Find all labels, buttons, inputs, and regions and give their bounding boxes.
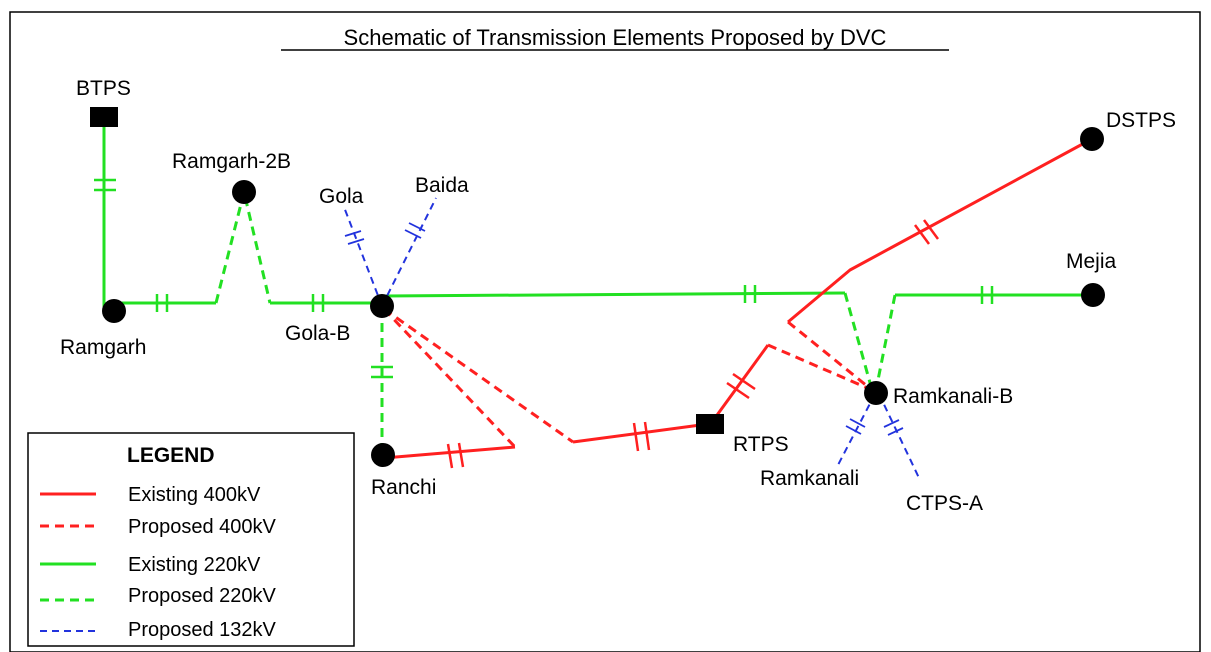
- line-golab-gola: [343, 206, 383, 307]
- node-ramkanalib: [864, 381, 888, 405]
- line-lilo-ramkanalib-400a: [787, 320, 873, 392]
- line-ramkanalib-ctpsa: [878, 393, 921, 481]
- label-mejia: Mejia: [1066, 250, 1117, 273]
- label-ramgarh: Ramgarh: [60, 336, 146, 359]
- node-golab: [370, 294, 394, 318]
- label-ramkanali: Ramkanali: [760, 467, 859, 490]
- label-ranchi: Ranchi: [371, 476, 436, 499]
- line-lilo-ramkanalib-left: [843, 292, 874, 391]
- line-ramkanalib-ramkanali: [837, 393, 876, 466]
- line-golab-baida: [381, 197, 437, 307]
- line-lilo-ramkanalib-right: [874, 294, 897, 391]
- legend-label-proposed-220: Proposed 220kV: [128, 585, 277, 607]
- line-golab-ranchi-lilo: [382, 307, 517, 449]
- label-gola: Gola: [319, 185, 364, 208]
- label-ramkanalib: Ramkanali-B: [893, 385, 1013, 408]
- circuit-ticks: [94, 178, 994, 469]
- node-dstps: [1080, 127, 1104, 151]
- node-rtps: [696, 414, 724, 434]
- label-golab: Gola-B: [285, 322, 350, 345]
- label-ctpsa: CTPS-A: [906, 492, 983, 515]
- legend-label-existing-220: Existing 220kV: [128, 554, 261, 576]
- legend-box: [27, 432, 355, 647]
- line-rtps-junction: [710, 344, 770, 423]
- line-dstps-ramkanalib: [787, 138, 1091, 324]
- diagram-title: Schematic of Transmission Elements Propo…: [344, 25, 887, 50]
- label-rtps: RTPS: [733, 433, 789, 456]
- line-ramgarh2b-lilo: [214, 190, 272, 304]
- node-ramgarh: [102, 299, 126, 323]
- legend-label-proposed-132: Proposed 132kV: [128, 619, 277, 641]
- node-labels: BTPS Ramgarh-2B Gola Baida Ramgarh Gola-…: [60, 77, 1176, 515]
- node-ramgarh2b: [232, 180, 256, 204]
- transmission-lines: [102, 118, 1093, 481]
- line-golab-ramkanalib-existing: [383, 291, 846, 298]
- node-mejia: [1081, 283, 1105, 307]
- label-ramgarh2b: Ramgarh-2B: [172, 150, 291, 173]
- legend-label-existing-400: Existing 400kV: [128, 484, 261, 506]
- line-lilo-ramkanalib-400b: [767, 343, 873, 392]
- node-ranchi: [371, 443, 395, 467]
- label-dstps: DSTPS: [1106, 109, 1176, 132]
- line-rtps-golab-existing: [572, 422, 709, 444]
- label-btps: BTPS: [76, 77, 131, 100]
- substation-nodes: [90, 107, 1105, 467]
- legend: LEGEND Existing 400kV Proposed 400kV Exi…: [27, 432, 355, 647]
- label-baida: Baida: [415, 174, 469, 197]
- legend-title: LEGEND: [127, 444, 215, 467]
- legend-label-proposed-400: Proposed 400kV: [128, 516, 277, 538]
- node-btps: [90, 107, 118, 127]
- line-golab-rtps-lilo: [383, 307, 574, 444]
